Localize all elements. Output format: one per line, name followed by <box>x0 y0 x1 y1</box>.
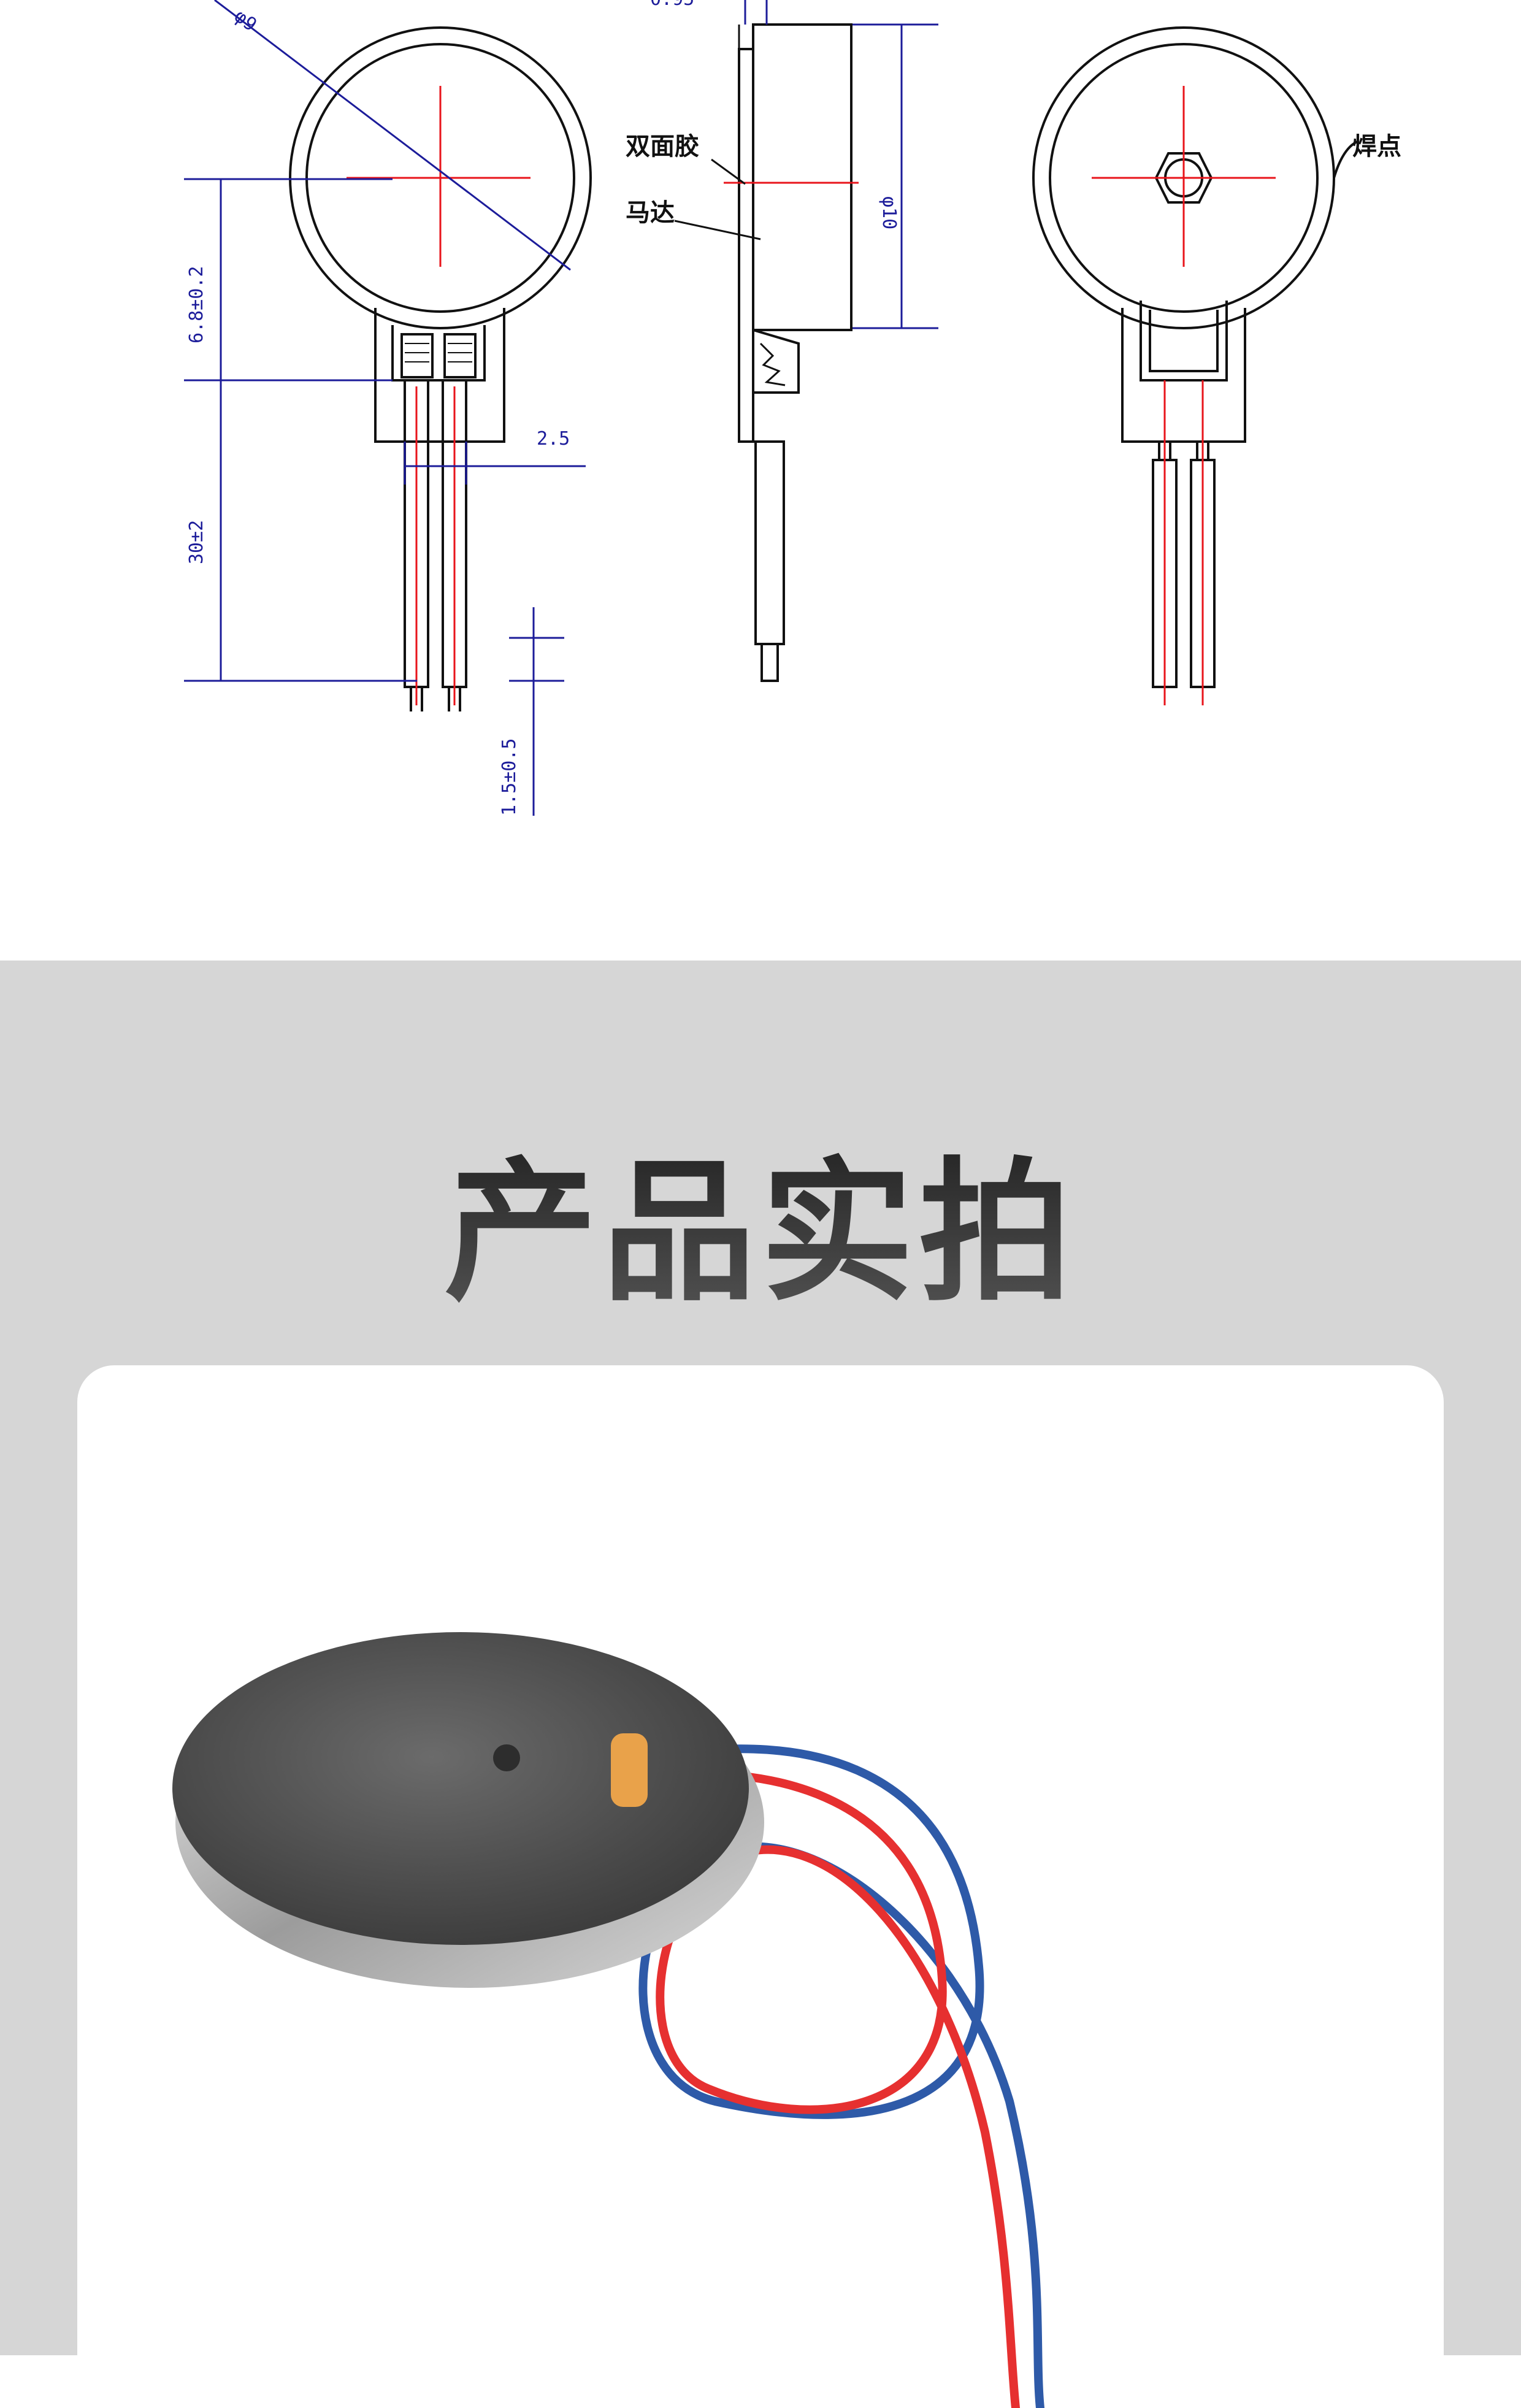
motor-label: 马达 <box>626 199 675 227</box>
front-view <box>289 26 592 711</box>
back-view <box>1032 26 1359 688</box>
drawing-canvas: φ9 6.8±0.2 30±2 2.5 1.5±0.5 φ10 0.95 双面胶… <box>184 0 1401 816</box>
motor-photo <box>172 1632 1044 2408</box>
solder-label: 焊点 <box>1352 132 1401 161</box>
dimension-lines <box>184 0 938 816</box>
photo-card <box>77 1365 1444 2408</box>
dim-strip-label: 1.5±0.5 <box>499 738 520 816</box>
dim-top-cut-label: 0.95 <box>650 0 694 10</box>
dim-lead-length-label: 30±2 <box>186 520 207 564</box>
dim-height-label: 6.8±0.2 <box>186 266 207 343</box>
product-photo-section: 产品实拍 <box>0 961 1521 2408</box>
dim-diameter-label: φ10 <box>878 196 900 229</box>
coin-motor <box>172 1632 764 1988</box>
dim-pitch-label: 2.5 <box>537 428 570 450</box>
technical-drawing: φ9 6.8±0.2 30±2 2.5 1.5±0.5 φ10 0.95 双面胶… <box>0 0 1521 961</box>
motor-wires <box>638 1744 1044 2408</box>
centerlines <box>347 86 1276 705</box>
section-title: 产品实拍 <box>0 1108 1521 1330</box>
tape-label: 双面胶 <box>626 132 699 161</box>
side-view <box>738 23 852 682</box>
